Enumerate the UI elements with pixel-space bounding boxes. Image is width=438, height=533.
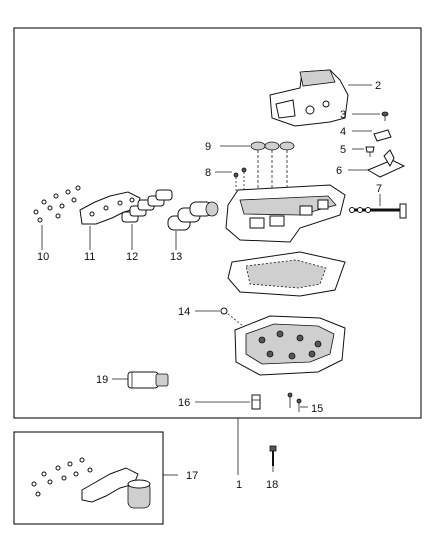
callout-3: 3 [340,109,346,121]
part-16-plug [251,394,261,410]
callout-2: 2 [375,80,381,92]
callout-8: 8 [205,167,211,179]
part-11-retainer-plate [79,191,141,225]
lower-valve-body [234,315,346,376]
part-18-bolt [269,445,277,466]
part-3-screw [381,111,389,121]
callout-12: 12 [126,251,138,263]
callout-13: 13 [170,251,182,263]
kit-frame [13,431,164,525]
callout-9: 9 [205,141,211,153]
part-13-valves [167,201,219,231]
callout-4: 4 [340,126,346,138]
callout-1: 1 [236,479,242,491]
callout-11: 11 [84,251,95,263]
callout-10: 10 [37,251,49,263]
callout-7: 7 [376,183,382,195]
part-6-detent-bracket [366,149,406,178]
part-2-module [269,69,349,127]
callout-14: 14 [178,306,190,318]
part-12-springs [121,189,173,223]
callout-15: 15 [311,403,323,415]
part-14-check-ball [220,307,228,315]
callout-16: 16 [178,397,190,409]
callout-5: 5 [340,144,346,156]
callout-17: 17 [186,470,198,482]
callout-19: 19 [96,374,108,386]
part-17-kit [31,457,151,509]
main-assembly-frame [13,27,422,419]
part-7-manual-valve [349,203,407,219]
part-19-solenoid [127,371,169,389]
upper-valve-body [225,184,346,243]
part-15-bolts [287,392,302,412]
part-5-bolt [365,146,375,157]
callout-18: 18 [266,479,278,491]
separator-plate [227,251,346,297]
part-9-pistons [250,141,295,192]
part-10-bolts [33,185,81,223]
part-4-bracket [373,129,392,142]
callout-6: 6 [336,165,342,177]
